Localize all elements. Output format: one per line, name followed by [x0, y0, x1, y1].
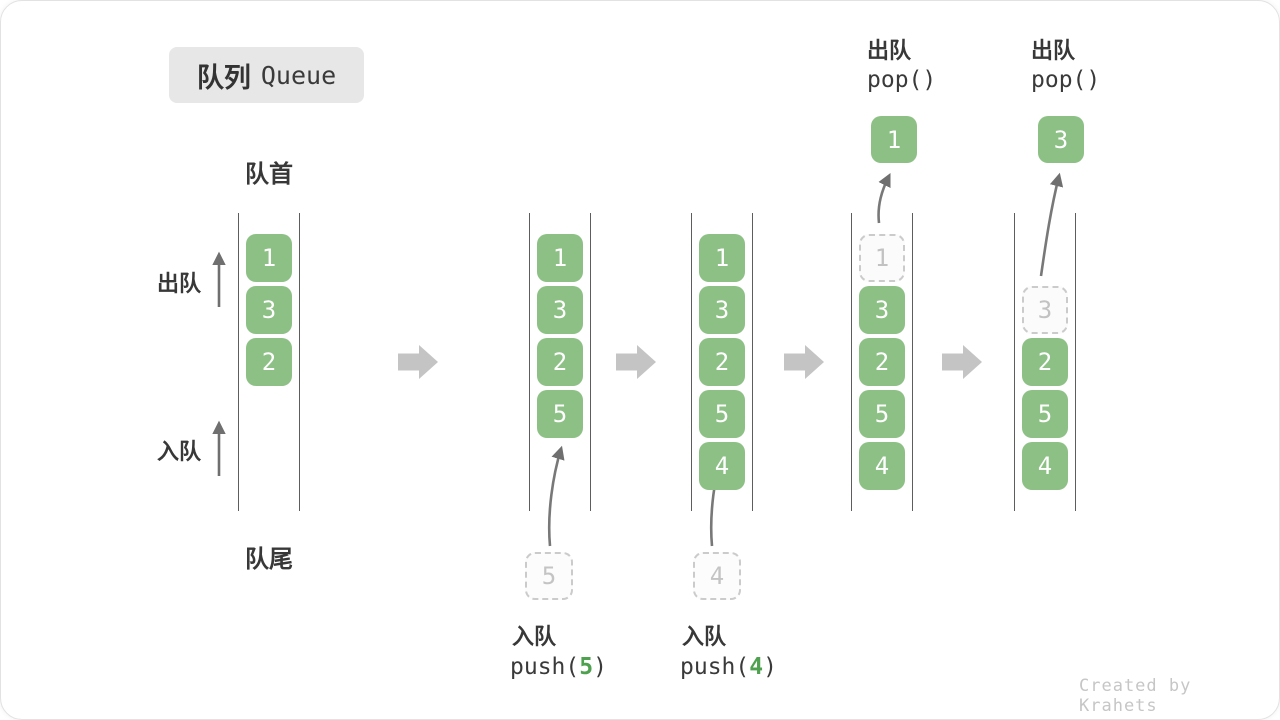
- queue-cell: 5: [537, 390, 583, 438]
- queue-cell: 5: [699, 390, 745, 438]
- push-op-label: 入队: [682, 624, 727, 649]
- pop-op-code: pop(): [1031, 67, 1101, 93]
- queue-cell: 5: [859, 390, 905, 438]
- queue-cell: 1: [537, 234, 583, 282]
- queue-cell: 2: [699, 338, 745, 386]
- push-op-arg: 4: [749, 654, 764, 680]
- queue-rear-label: 队尾: [245, 546, 293, 573]
- queue-cell: 3: [699, 286, 745, 334]
- queue-state-initial: 1 3 2: [238, 213, 300, 511]
- popped-value-box: 3: [1038, 116, 1084, 163]
- pop-op-code: pop(): [867, 67, 937, 93]
- queue-cell: 4: [859, 442, 905, 490]
- queue-cell: 2: [859, 338, 905, 386]
- queue-state-after-push-4: 1 3 2 5 4: [691, 213, 753, 511]
- dequeue-side-label: 出队: [157, 271, 202, 296]
- staged-value-box: 5: [525, 552, 573, 600]
- queue-cell-ghost: 1: [859, 234, 905, 282]
- pop-op-label: 出队: [867, 38, 912, 63]
- popped-value-box: 1: [871, 116, 917, 163]
- queue-cell: 1: [246, 234, 292, 282]
- push-op-code: push(4): [680, 654, 777, 680]
- title-zh: 队列: [196, 62, 251, 93]
- watermark-credit: Created by Krahets: [1079, 676, 1192, 716]
- push-op-arg: 5: [579, 654, 594, 680]
- pop-op-label: 出队: [1031, 38, 1076, 63]
- step-arrow-icon: [616, 345, 656, 379]
- queue-front-label: 队首: [245, 161, 293, 188]
- step-arrow-icon: [398, 345, 438, 379]
- queue-cell: 3: [859, 286, 905, 334]
- queue-cell: 4: [1022, 442, 1068, 490]
- push-op-label: 入队: [512, 624, 557, 649]
- push-op-close: ): [763, 654, 777, 680]
- staged-value-box: 4: [693, 552, 741, 600]
- push-op-code: push(5): [510, 654, 607, 680]
- queue-state-after-push-5: 1 3 2 5: [529, 213, 591, 511]
- push-op-fn: push(: [680, 654, 750, 680]
- diagram-title: 队列 Queue: [169, 47, 364, 103]
- queue-cell: 5: [1022, 390, 1068, 438]
- title-en: Queue: [260, 60, 337, 90]
- queue-cell: 2: [1022, 338, 1068, 386]
- step-arrow-icon: [942, 345, 982, 379]
- queue-state-pop-3: 3 2 5 4: [1014, 213, 1076, 511]
- queue-cell: 2: [246, 338, 292, 386]
- queue-cell: 3: [246, 286, 292, 334]
- enqueue-side-label: 入队: [157, 439, 202, 464]
- step-arrow-icon: [784, 345, 824, 379]
- queue-state-pop-1: 1 3 2 5 4: [851, 213, 913, 511]
- queue-cell: 3: [537, 286, 583, 334]
- push-op-fn: push(: [510, 654, 580, 680]
- queue-cell-ghost: 3: [1022, 286, 1068, 334]
- queue-cell: 2: [537, 338, 583, 386]
- queue-cell: 1: [699, 234, 745, 282]
- push-op-close: ): [593, 654, 607, 680]
- queue-cell: 4: [699, 442, 745, 490]
